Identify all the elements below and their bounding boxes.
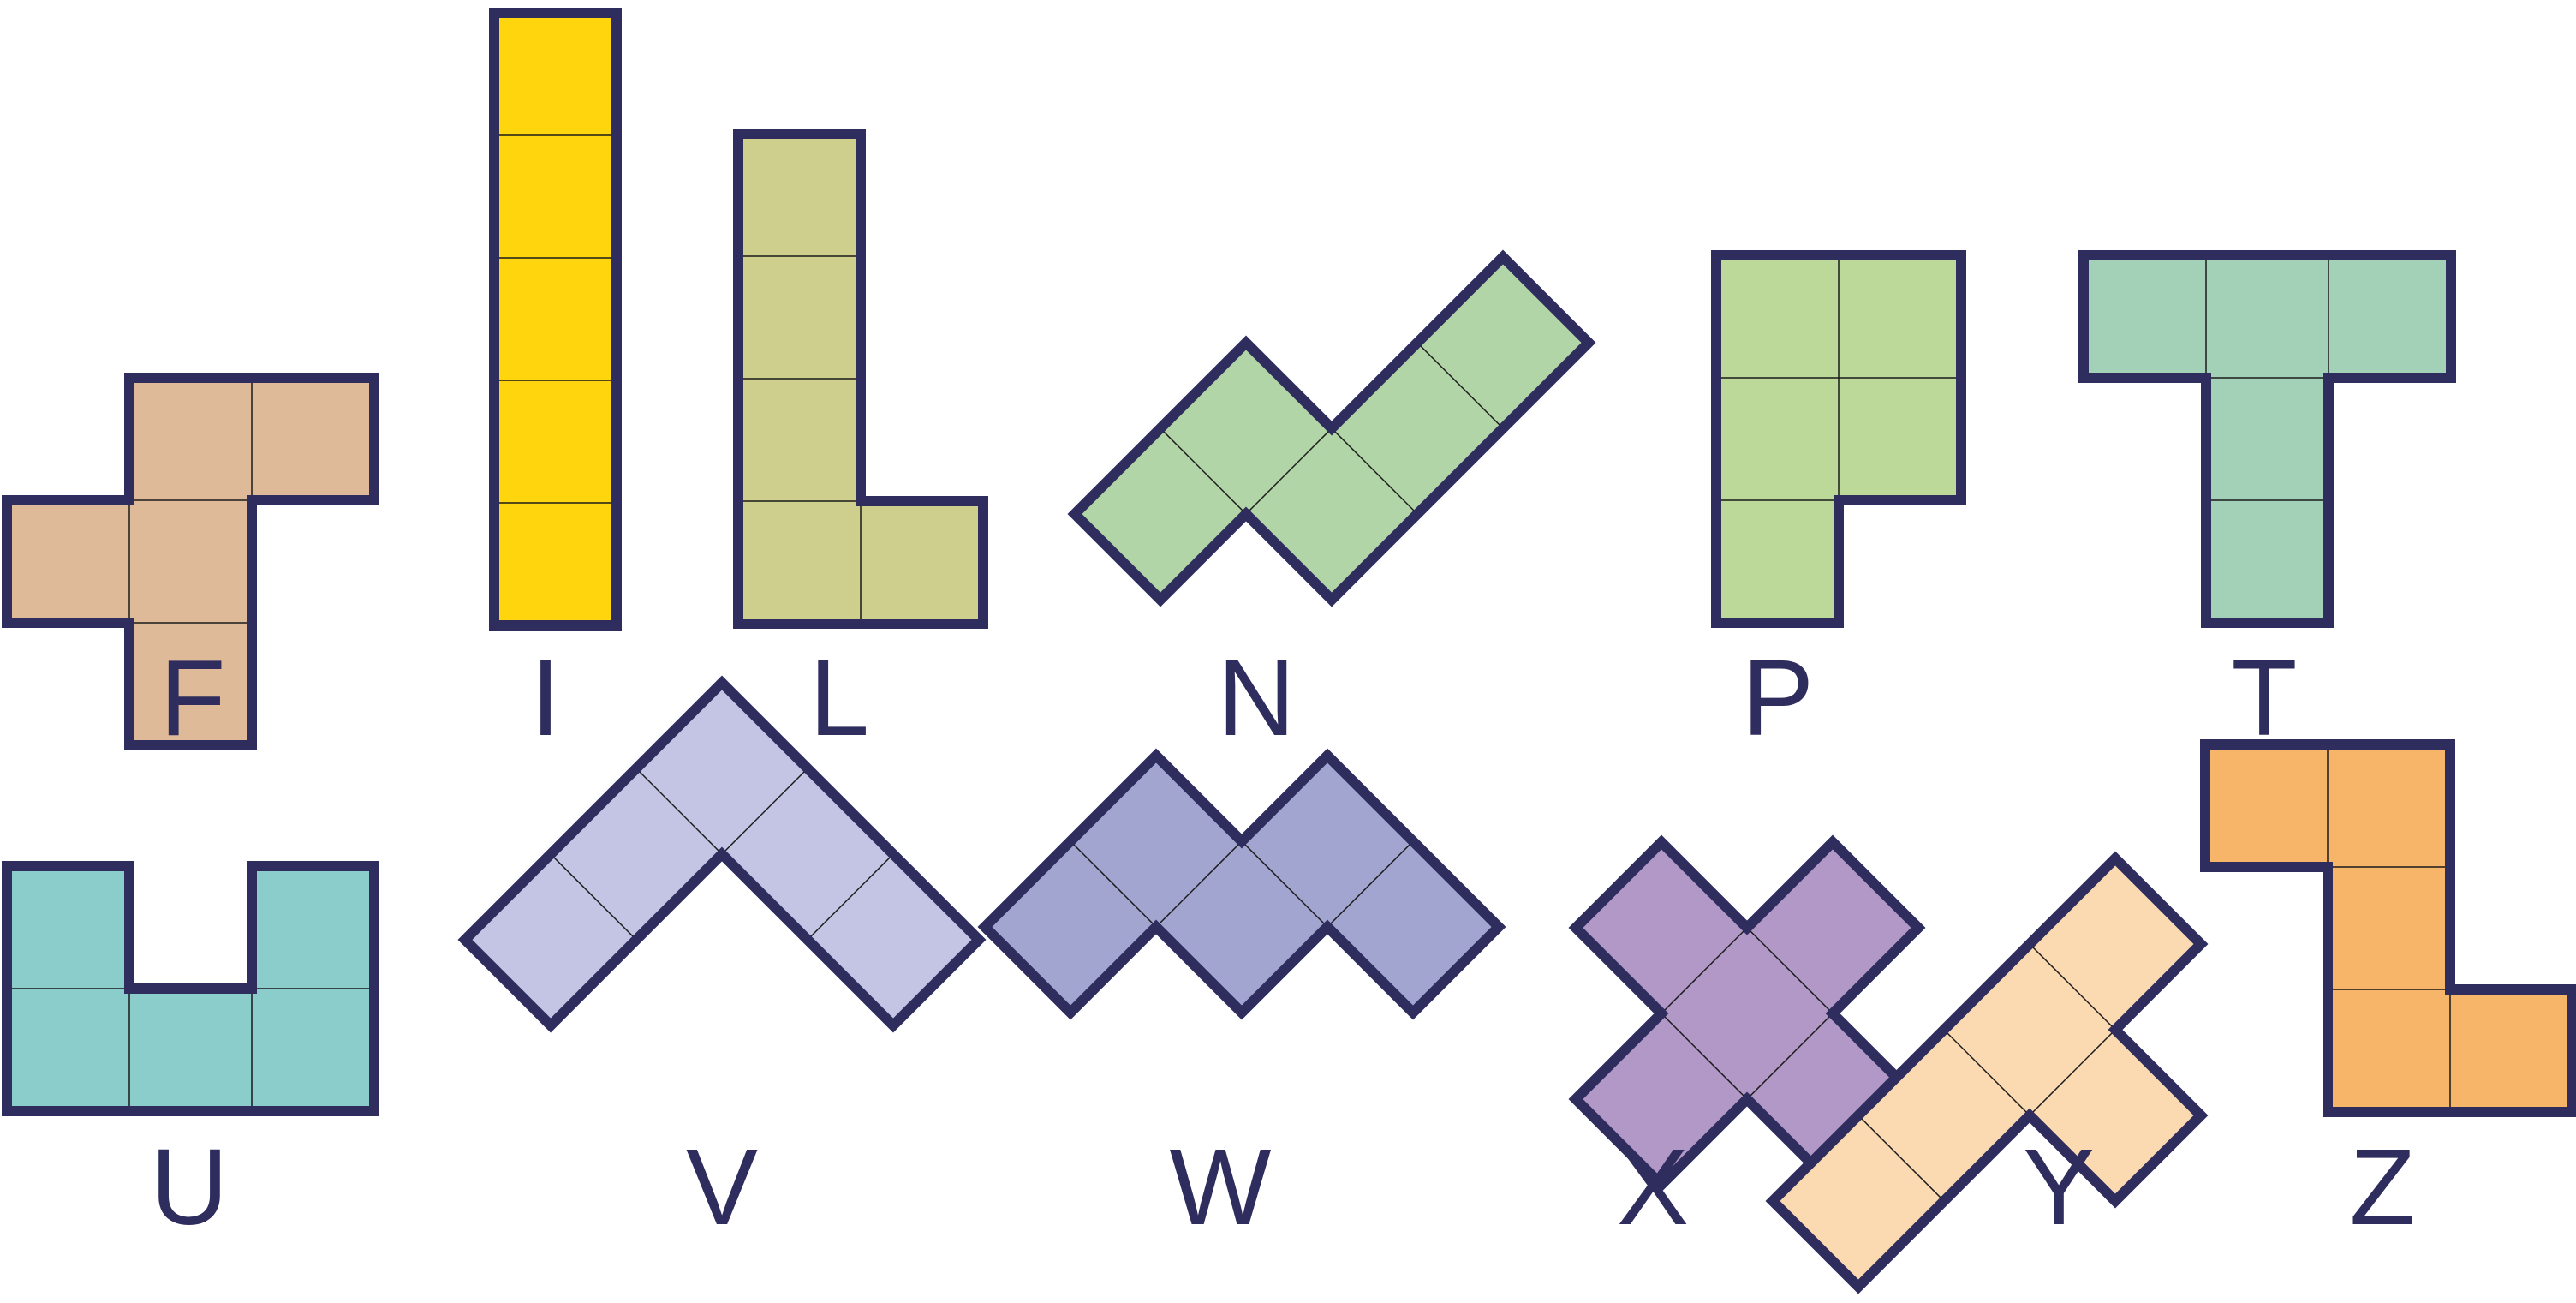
cell-u-5 [251, 988, 375, 1112]
cell-x-3 [1661, 927, 1834, 1100]
cell-v-3 [635, 682, 808, 855]
cell-x-1 [1575, 841, 1748, 1014]
piece-outline [489, 8, 622, 631]
cell-w-1 [984, 840, 1157, 1013]
piece-outline [977, 748, 1506, 1020]
label-f: F [159, 637, 226, 758]
cell-p-1 [1715, 254, 1840, 379]
label-w: W [1169, 1127, 1272, 1247]
inner-grid-line [1416, 342, 1504, 429]
cell-y-5 [2029, 858, 2202, 1031]
label-y: Y [2022, 1127, 2096, 1247]
label-u: U [150, 1127, 229, 1247]
inner-grid-line [1327, 840, 1414, 928]
inner-grid-line [635, 768, 723, 855]
piece-outline [1067, 249, 1596, 607]
cell-y-3 [1943, 943, 2116, 1116]
label-l: L [808, 637, 870, 758]
cell-l-4 [737, 500, 862, 625]
inner-grid-line [1857, 1115, 1945, 1202]
inner-grid-line [1241, 840, 1328, 928]
piece-outline [2, 861, 379, 1116]
cell-x-5 [1746, 1013, 1919, 1186]
inner-grid-line [1746, 1013, 1834, 1100]
label-p: P [1741, 637, 1815, 758]
cell-v-1 [464, 853, 637, 1026]
inner-grid-line [1331, 427, 1418, 515]
cell-t-5 [2205, 499, 2329, 624]
inner-grid-line [1661, 927, 1748, 1014]
cell-f-3 [6, 499, 130, 624]
inner-grid-line [721, 768, 808, 855]
cell-l-5 [860, 500, 984, 625]
inner-grid-line [1245, 427, 1333, 515]
inner-grid-line [550, 853, 637, 941]
cell-n-5 [1416, 256, 1589, 429]
cell-i-4 [493, 380, 617, 504]
inner-grid-line [1155, 840, 1243, 928]
cell-n-3 [1245, 427, 1418, 601]
cell-p-5 [1715, 499, 1840, 624]
cell-u-1 [6, 865, 130, 989]
cell-i-2 [493, 134, 617, 259]
cell-y-1 [1772, 1115, 1945, 1288]
cell-i-5 [493, 502, 617, 626]
cell-u-3 [6, 988, 130, 1112]
cell-z-1 [2204, 744, 2329, 868]
cell-w-4 [1241, 755, 1414, 928]
cell-x-4 [1746, 841, 1919, 1014]
cell-u-4 [128, 988, 253, 1112]
cell-w-2 [1070, 755, 1243, 928]
cell-z-3 [2327, 866, 2451, 990]
inner-grid-line [1661, 1013, 1748, 1100]
cell-p-2 [1838, 254, 1962, 379]
cell-f-2 [251, 377, 375, 501]
cell-p-3 [1715, 377, 1840, 501]
cell-v-4 [721, 768, 894, 941]
label-x: X [1616, 1127, 1690, 1247]
cell-n-4 [1331, 342, 1504, 515]
cell-p-4 [1838, 377, 1962, 501]
inner-grid-line [1943, 1029, 2030, 1116]
label-i: I [530, 637, 561, 758]
cell-i-3 [493, 257, 617, 381]
piece-outline [1711, 250, 1966, 628]
label-z: Z [2349, 1127, 2416, 1247]
piece-outline [2078, 250, 2456, 628]
cell-w-5 [1327, 840, 1500, 1013]
cell-l-1 [737, 133, 862, 257]
cell-f-4 [128, 499, 253, 624]
piece-outline [2200, 739, 2576, 1117]
inner-grid-line [1160, 427, 1247, 515]
cell-z-5 [2449, 989, 2573, 1113]
cell-z-4 [2327, 989, 2451, 1113]
label-t: T [2231, 637, 2298, 758]
inner-grid-line [1746, 927, 1834, 1014]
label-v: V [685, 1127, 759, 1247]
cell-l-3 [737, 378, 862, 502]
cell-n-1 [1074, 427, 1247, 601]
cell-n-2 [1160, 342, 1333, 515]
cell-w-3 [1155, 840, 1328, 1013]
cell-z-2 [2327, 744, 2451, 868]
cell-v-5 [807, 853, 980, 1026]
cell-l-2 [737, 255, 862, 380]
cell-t-3 [2328, 254, 2452, 379]
label-n: N [1217, 637, 1296, 758]
cell-v-2 [550, 768, 723, 941]
inner-grid-line [2029, 1029, 2116, 1116]
cell-t-4 [2205, 377, 2329, 501]
cell-i-1 [493, 12, 617, 136]
inner-grid-line [807, 853, 894, 941]
cell-u-2 [251, 865, 375, 989]
inner-grid-line [2029, 943, 2116, 1031]
inner-grid-line [1070, 840, 1157, 928]
cell-t-1 [2083, 254, 2207, 379]
cell-y-2 [1857, 1029, 2030, 1202]
piece-outline [733, 129, 988, 629]
cell-t-2 [2205, 254, 2329, 379]
piece-outline [1765, 851, 2209, 1294]
cell-f-1 [128, 377, 253, 501]
